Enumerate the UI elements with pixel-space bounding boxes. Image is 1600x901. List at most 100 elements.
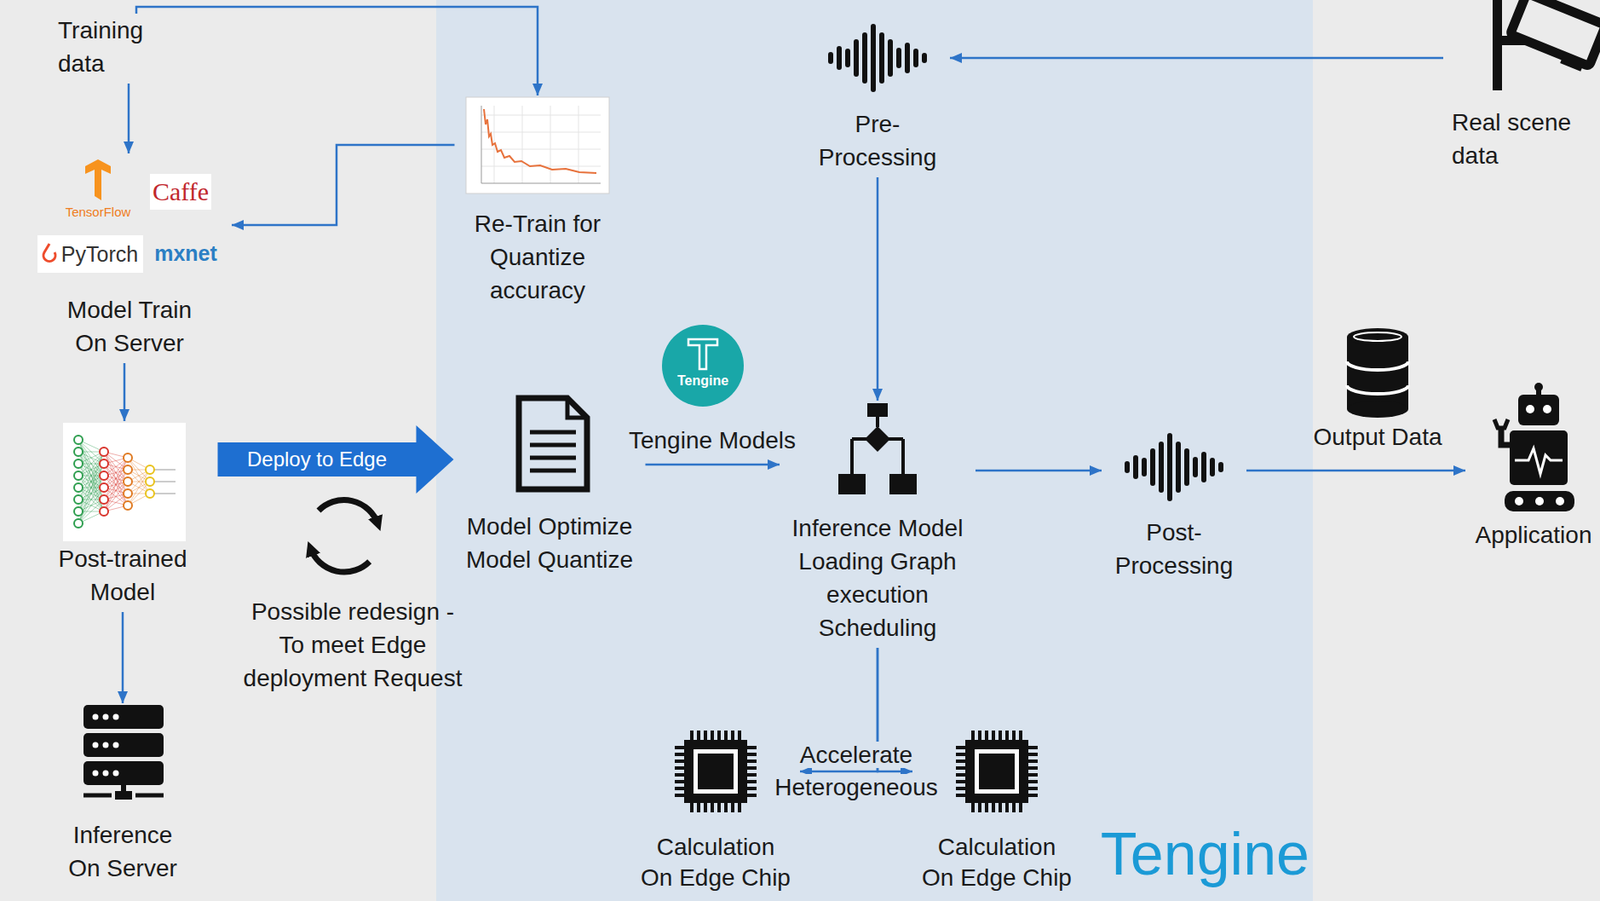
sound-wave-icon (1218, 461, 1224, 472)
robot-icon (1542, 404, 1552, 414)
node-text: Model Train On Server (55, 293, 205, 360)
sound-wave-icon (828, 51, 834, 64)
flow-arrow (123, 362, 127, 421)
node-text: Inference On Server (63, 817, 183, 885)
flowchart-icon (889, 473, 917, 495)
scene-data-box: Real scene data (1443, 0, 1600, 176)
output-box: Output Data (1300, 326, 1455, 457)
neural-network-image (123, 489, 133, 498)
robot-icon (1509, 430, 1568, 485)
robot-icon (1494, 419, 1508, 428)
node-text: Calculation On Edge Chip (920, 831, 1073, 893)
tengine-logo-circle (661, 324, 744, 407)
sound-wave-icon (853, 39, 859, 77)
database-icon (1346, 328, 1409, 346)
tensorflow-logo (85, 159, 111, 201)
camera-icon (1559, 52, 1585, 72)
postprocess-box: Post-Processing (1101, 430, 1247, 586)
server-icon (103, 742, 110, 749)
sound-wave-icon (921, 52, 927, 64)
node-text: Real scene data (1451, 105, 1593, 173)
neural-network-image (74, 494, 83, 504)
chip-icon (955, 730, 1038, 812)
input-data-box: Training data (49, 13, 178, 84)
sound-wave-icon (1141, 457, 1147, 477)
robot-icon (1494, 382, 1575, 512)
sound-wave-icon (1192, 456, 1198, 478)
tengine-logo-circle (661, 324, 744, 407)
document-icon (518, 397, 588, 490)
chip-icon (965, 739, 1029, 803)
neural-network-image (74, 506, 83, 516)
neural-network-image (74, 447, 83, 456)
chip-icon (693, 748, 738, 794)
server-icon (113, 770, 120, 777)
node-text: Inference Model Loading Graph execution … (788, 511, 967, 645)
server-icon (113, 742, 120, 749)
document-icon (518, 397, 588, 490)
loss-chart (481, 105, 601, 184)
neural-network-image (99, 447, 109, 456)
server-box: Inference On Server (54, 702, 191, 888)
flow-arrow (136, 6, 538, 96)
sound-wave-icon (1167, 432, 1173, 501)
neural-network-image (74, 483, 83, 492)
chip-box: Calculation On Edge Chip (631, 725, 800, 897)
sound-wave-icon (1124, 460, 1130, 473)
neural-network-image (74, 435, 83, 444)
document-icon (529, 431, 576, 471)
sound-wave-icon (845, 48, 851, 68)
flow-arrow (1246, 469, 1466, 472)
server-icon (92, 713, 99, 720)
sound-wave-icon (1184, 448, 1190, 486)
neural-network-image (123, 453, 133, 462)
neural-network-image (74, 435, 176, 528)
flowchart-icon (875, 416, 880, 427)
sound-wave-icon (896, 47, 902, 69)
robot-icon (1535, 496, 1544, 506)
logo-text: PyTorch (61, 241, 139, 267)
robot-icon (1536, 386, 1542, 396)
framework-box: TensorFlowCaffePyTorchmxnetModel Train O… (27, 153, 232, 363)
pytorch-logo-box (37, 235, 144, 273)
server-icon (120, 784, 127, 792)
neural-network-image (78, 487, 104, 524)
tengine-logo-circle (688, 339, 718, 369)
node-text: Output Data (1309, 420, 1446, 454)
label-text: Accelerate Heterogeneous (774, 741, 938, 800)
brand-title: Tengine (1100, 819, 1310, 888)
server-icon (115, 790, 133, 800)
optimize-box: Model Optimize Model Quantize (454, 393, 646, 580)
neural-network-image (99, 471, 109, 480)
neural-network-image (127, 469, 150, 506)
neural-network-image (74, 518, 83, 528)
camera-icon (1492, 0, 1600, 91)
flow-arrow (876, 177, 880, 401)
model-box: Post-trained Model (40, 420, 207, 612)
sound-wave-icon (913, 48, 919, 68)
server-icon (83, 793, 164, 798)
neural-network-image (123, 465, 133, 474)
sound-wave-icon (1150, 448, 1156, 486)
caffe-logo-box (149, 173, 212, 210)
logo-text: TensorFlow (65, 204, 132, 220)
sound-wave-icon (879, 32, 885, 84)
arrow-label: Deploy to Edge (247, 446, 387, 472)
application-box: Application (1465, 382, 1600, 555)
chip-icon (974, 748, 1019, 794)
node-text: Post-trained Model (48, 541, 198, 609)
neural-network-image (74, 471, 83, 480)
edge-label: Tengine Models (628, 423, 796, 457)
flow-arrow (231, 144, 455, 225)
loss-chart (481, 105, 601, 184)
inference-box: Inference Model Loading Graph execution … (779, 400, 976, 648)
server-icon (83, 760, 164, 785)
server-icon (83, 704, 164, 729)
flow-arrow (127, 83, 131, 154)
node-text: Pre-Processing (813, 107, 942, 174)
neural-network-image (145, 465, 155, 474)
document-icon (567, 397, 588, 418)
chip-icon (674, 730, 757, 812)
neural-network-image (99, 506, 109, 516)
camera-icon (1510, 0, 1600, 67)
